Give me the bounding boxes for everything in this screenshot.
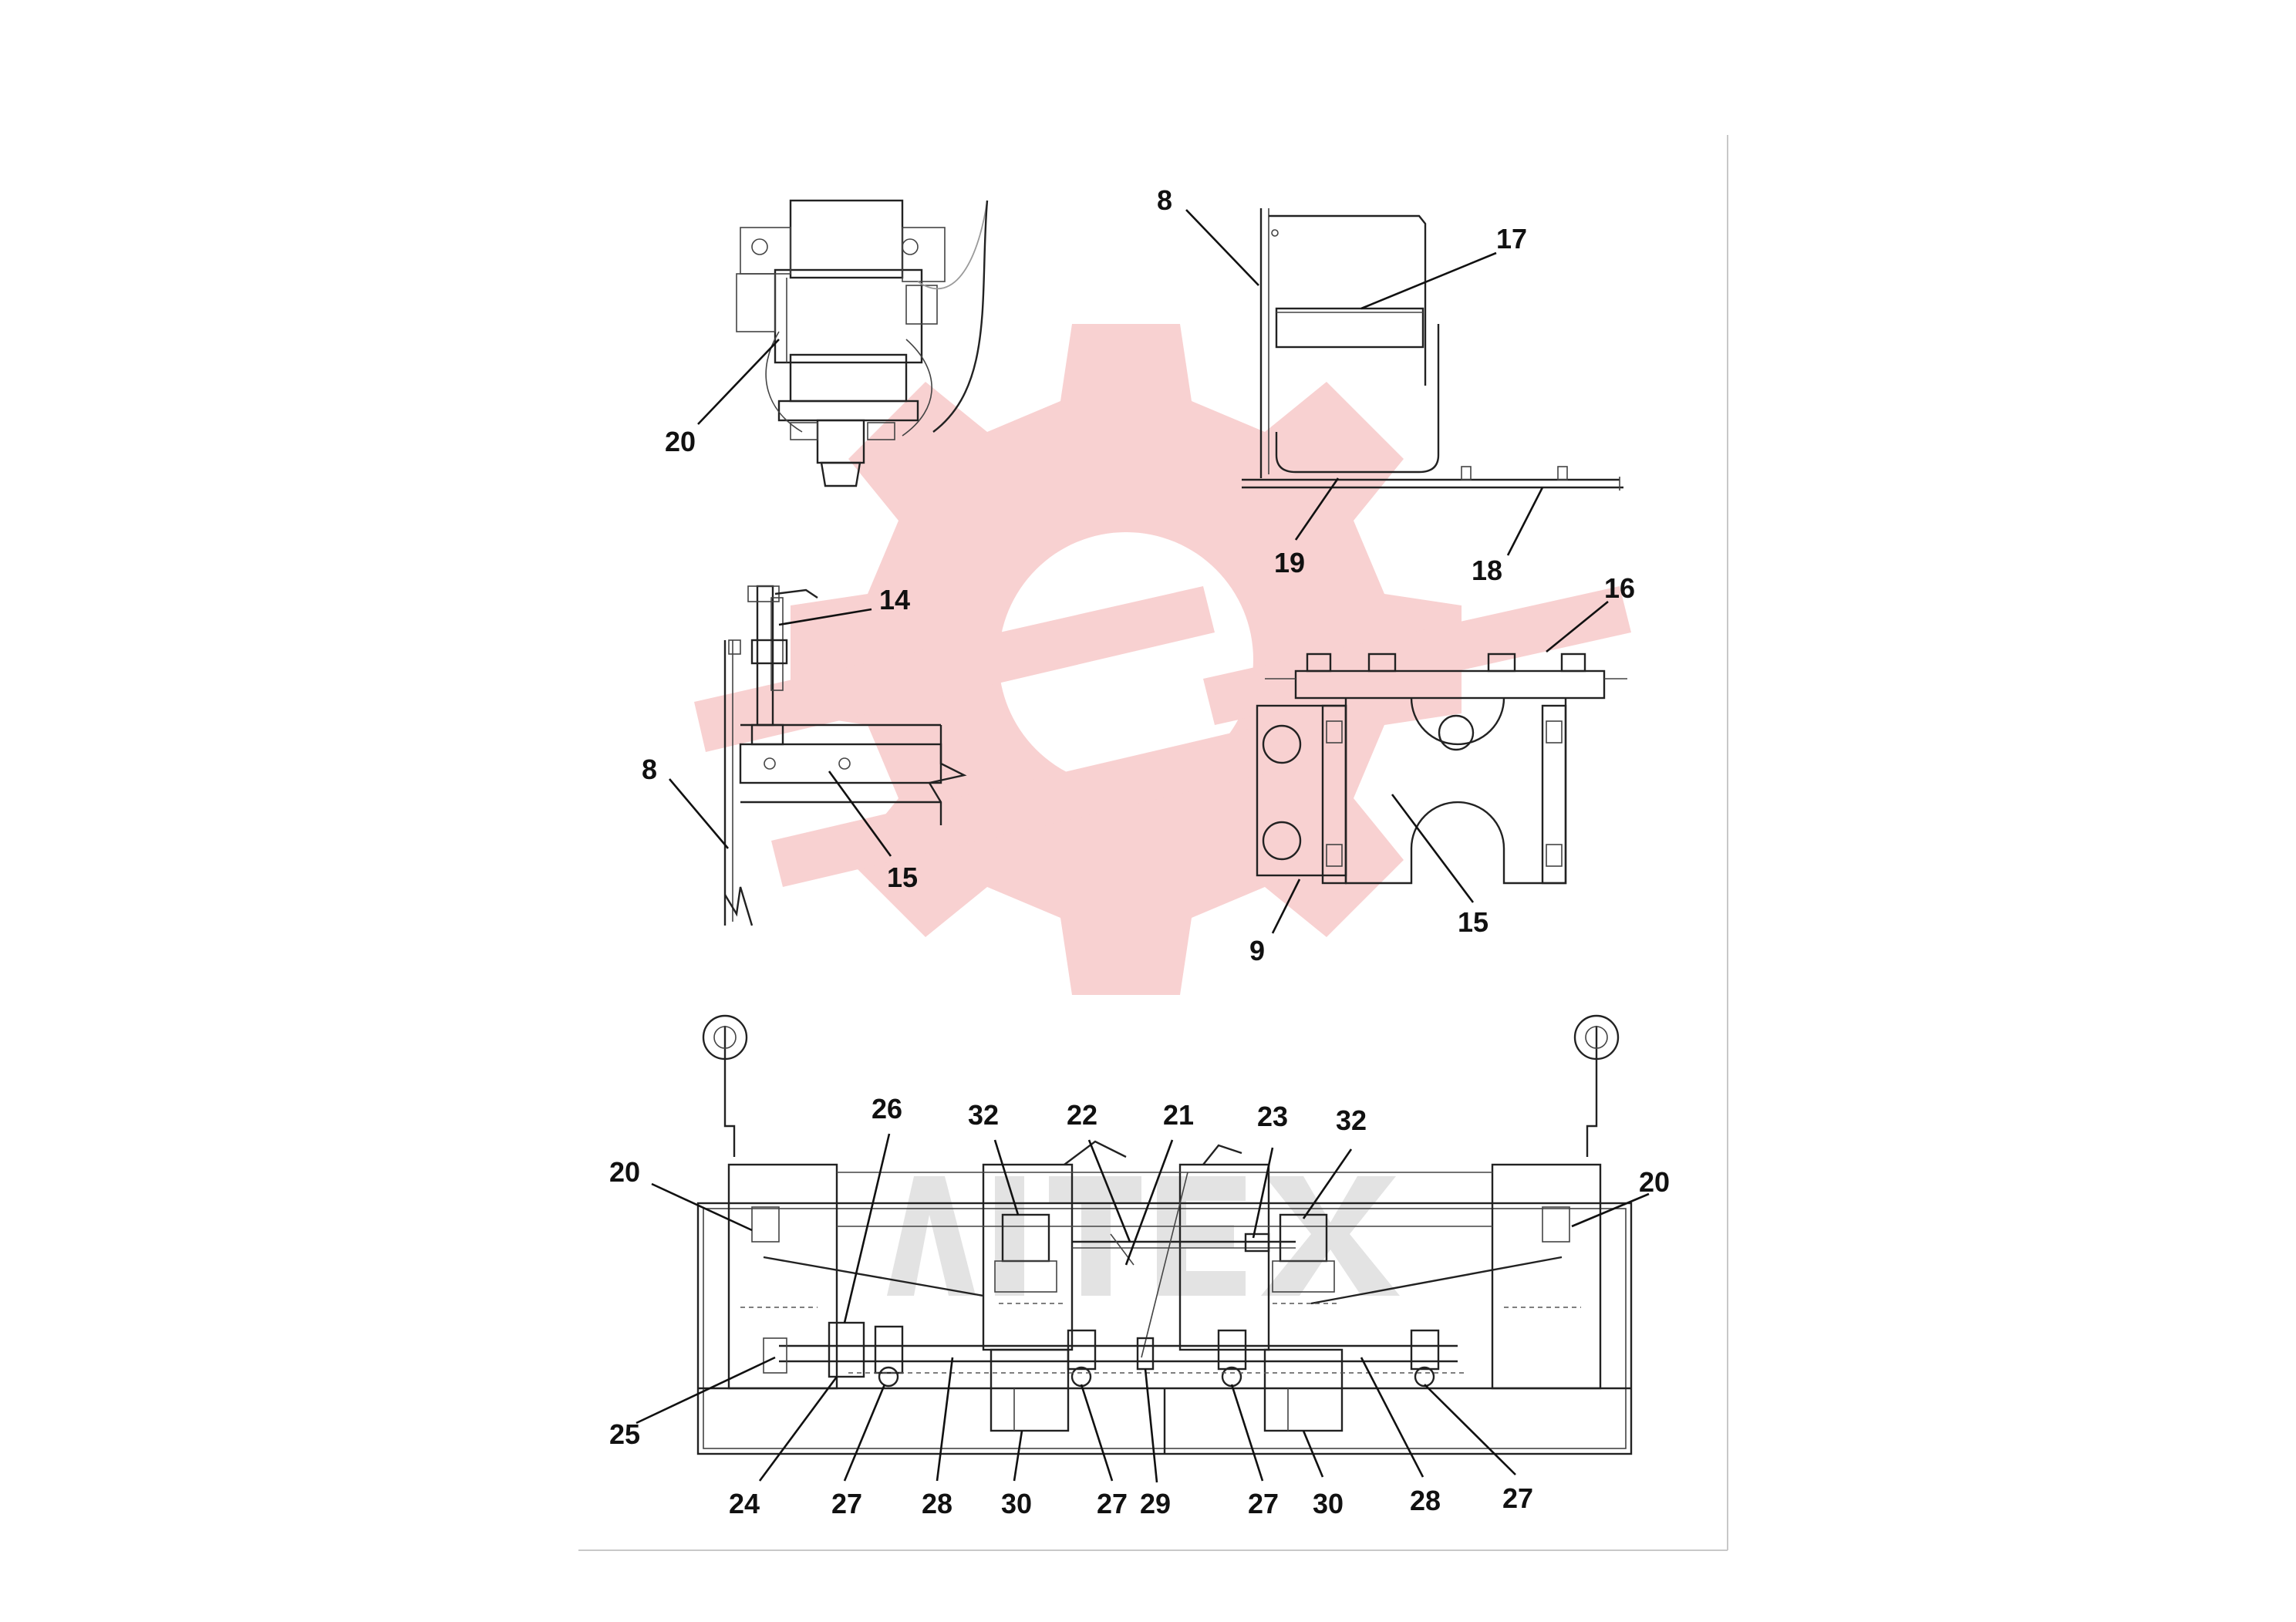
callout-label: 22	[1067, 1099, 1097, 1131]
callout-label: 19	[1274, 547, 1305, 578]
callout-label: 21	[1163, 1099, 1194, 1131]
callout-label: 8	[642, 754, 657, 785]
switch-side-view	[723, 585, 967, 926]
watermark-text	[887, 1176, 1400, 1296]
callout-label: 20	[1639, 1166, 1670, 1198]
callout-label: 16	[1604, 572, 1635, 604]
callout-label: 15	[1458, 906, 1489, 938]
callout-label: 27	[1502, 1482, 1533, 1514]
bracket-side-view	[1242, 208, 1623, 491]
callout-label: 8	[1157, 184, 1172, 216]
callout-label: 32	[968, 1099, 999, 1131]
callout-label: 27	[831, 1488, 862, 1519]
gear-logo-icon	[694, 324, 1631, 995]
callout-labels: 20 8 17 19 18 14 8 15 16 9 15 26 32 22 2…	[609, 184, 1670, 1519]
callout-label: 29	[1140, 1488, 1171, 1519]
callout-label: 18	[1472, 555, 1502, 586]
callout-label: 9	[1249, 935, 1265, 966]
bracket-front-view	[1256, 653, 1627, 885]
callout-label: 20	[665, 426, 696, 457]
callout-label: 15	[887, 862, 918, 893]
page-frame	[578, 135, 1728, 1551]
callout-label: 20	[609, 1156, 640, 1188]
callout-label: 17	[1496, 223, 1527, 255]
callout-label: 28	[922, 1488, 952, 1519]
callout-label: 32	[1336, 1104, 1367, 1136]
assembly-view	[696, 1014, 1633, 1455]
callout-label: 28	[1410, 1485, 1441, 1516]
callout-label: 27	[1097, 1488, 1128, 1519]
callout-label: 14	[879, 584, 910, 615]
callout-label: 26	[872, 1093, 902, 1125]
solenoid-view	[736, 199, 989, 487]
callout-label: 25	[609, 1418, 640, 1450]
callout-label: 30	[1001, 1488, 1032, 1519]
callout-label: 24	[729, 1488, 760, 1519]
callout-label: 27	[1248, 1488, 1279, 1519]
leader-lines	[636, 209, 1650, 1483]
callout-label: 23	[1257, 1101, 1288, 1132]
callout-label: 30	[1313, 1488, 1344, 1519]
